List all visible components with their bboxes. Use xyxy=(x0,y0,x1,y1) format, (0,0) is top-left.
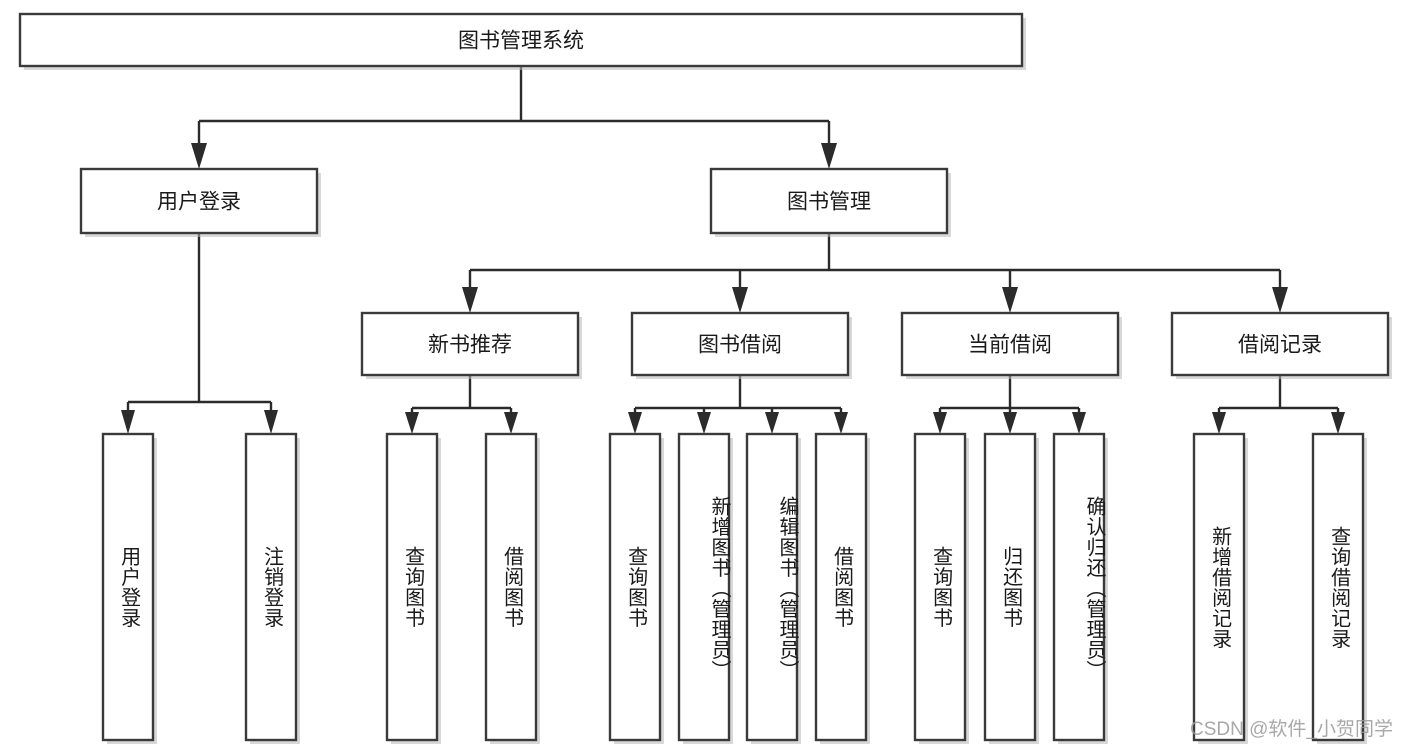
node-label-new-book-rec: 新书推荐 xyxy=(428,334,512,357)
node-box-leaf-user-login[interactable] xyxy=(101,432,155,742)
arrow-leaf-return-book xyxy=(1003,412,1017,434)
node-box-leaf-add-book[interactable] xyxy=(677,432,731,742)
node-box-leaf-add-record[interactable] xyxy=(1192,432,1246,742)
arrow-leaf-borrow-book-1 xyxy=(504,412,518,434)
node-box-leaf-query-record[interactable] xyxy=(1311,432,1365,742)
arrow-new-book-rec xyxy=(462,287,478,313)
arrow-leaf-query-book-1 xyxy=(405,412,419,434)
node-box-book-manage[interactable] xyxy=(709,167,949,235)
node-box-leaf-query-book-3[interactable] xyxy=(913,432,967,742)
node-box-book-borrow[interactable] xyxy=(630,311,850,377)
node-box-leaf-query-book-1[interactable] xyxy=(385,432,439,742)
node-box-leaf-query-book-2[interactable] xyxy=(608,432,662,742)
node-box-user-login[interactable] xyxy=(79,167,319,235)
arrow-book-manage xyxy=(821,143,837,169)
node-box-borrow-record[interactable] xyxy=(1170,311,1390,377)
arrow-borrow-record xyxy=(1272,287,1288,313)
node-label-book-manage: 图书管理 xyxy=(787,191,871,214)
node-box-leaf-borrow-book-1[interactable] xyxy=(484,432,538,742)
arrow-leaf-query-book-3 xyxy=(933,412,947,434)
node-box-leaf-edit-book[interactable] xyxy=(745,432,799,742)
node-box-leaf-logout[interactable] xyxy=(244,432,298,742)
arrow-leaf-user-login xyxy=(121,410,135,434)
node-label-user-login: 用户登录 xyxy=(157,191,241,214)
nodes-layer: 图书管理系统 用户登录 图书管理 新书推荐 图书借阅 当前借阅 借阅记录 xyxy=(18,12,1392,744)
watermark-text: CSDN @软件_小贺同学 xyxy=(1190,719,1393,740)
arrow-leaf-logout xyxy=(264,410,278,434)
edges-layer xyxy=(121,66,1345,434)
node-label-book-borrow: 图书借阅 xyxy=(698,334,782,357)
arrow-user-login xyxy=(191,143,207,169)
arrow-leaf-edit-book xyxy=(765,412,779,434)
arrow-leaf-borrow-book-2 xyxy=(834,412,848,434)
node-box-leaf-borrow-book-2[interactable] xyxy=(814,432,868,742)
arrow-leaf-add-book xyxy=(697,412,711,434)
node-box-current-borrow[interactable] xyxy=(900,311,1120,377)
node-label-root: 图书管理系统 xyxy=(458,30,584,53)
node-box-root[interactable] xyxy=(18,12,1024,68)
node-box-leaf-return-book[interactable] xyxy=(983,432,1037,742)
arrow-leaf-query-book-2 xyxy=(628,412,642,434)
arrow-leaf-query-record xyxy=(1331,412,1345,434)
node-box-leaf-confirm-return[interactable] xyxy=(1052,432,1106,742)
node-label-borrow-record: 借阅记录 xyxy=(1238,334,1322,357)
arrow-leaf-add-record xyxy=(1212,412,1226,434)
node-label-current-borrow: 当前借阅 xyxy=(968,334,1052,357)
arrow-book-borrow xyxy=(732,287,748,313)
arrow-current-borrow xyxy=(1002,287,1018,313)
node-box-new-book-rec[interactable] xyxy=(360,311,580,377)
arrow-leaf-confirm-return xyxy=(1072,412,1086,434)
